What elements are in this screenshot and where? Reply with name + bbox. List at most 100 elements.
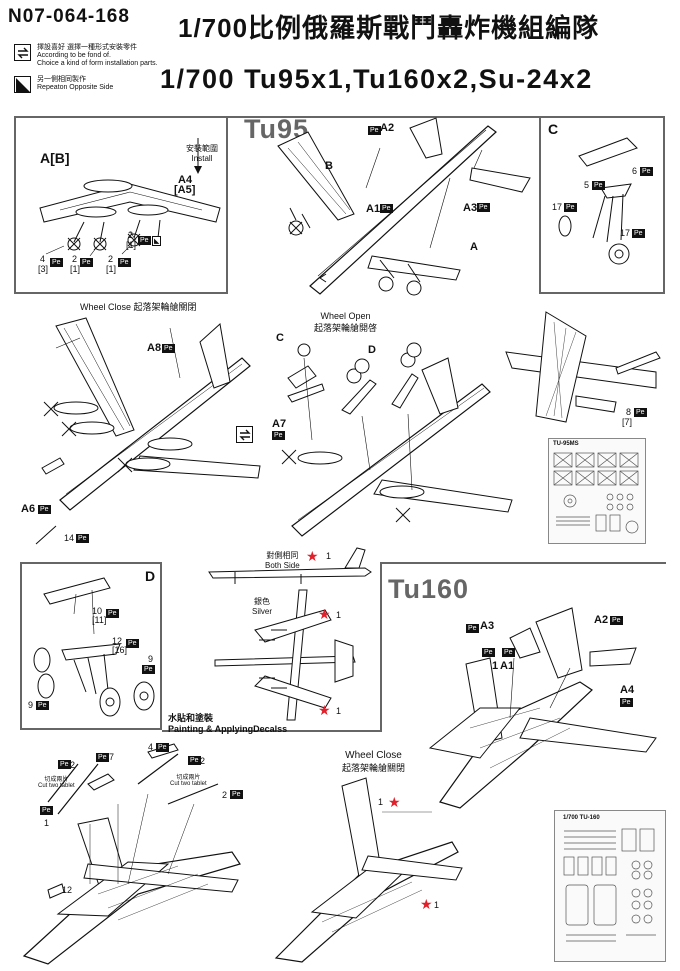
tu95-part-3: [3] bbox=[38, 264, 49, 274]
swap-arrows-icon bbox=[14, 44, 31, 61]
pe-badge-14: Pe bbox=[76, 534, 89, 543]
star-decal-icon-1: ★ bbox=[306, 548, 319, 564]
tu160-exploded-drawing bbox=[428, 607, 657, 809]
painting-title-en: Painting & ApplyingDecalss bbox=[168, 724, 288, 734]
part-a4: A4 bbox=[178, 174, 193, 186]
legend-opposite: 另一側相同製作 Repeaton Opposite Side bbox=[14, 76, 187, 93]
tu95-part-b: B bbox=[325, 160, 333, 172]
tu160-lower-exploded-drawing bbox=[22, 743, 241, 965]
tu160-pe-sheet: 1/700 TU-160 bbox=[554, 810, 666, 962]
cut-note-2: 切成兩片 Cut two tablet bbox=[170, 772, 207, 787]
cut-note-1-en: Cut two tablet bbox=[38, 783, 75, 789]
cut-note-2-en: Cut two tablet bbox=[170, 781, 207, 787]
pe-badge-tu160-4: Pe bbox=[156, 743, 169, 752]
tu160-part-2b: 2 bbox=[70, 760, 76, 770]
silver-note: 銀色 Silver bbox=[252, 596, 272, 616]
pe-badge-a7: Pe bbox=[272, 431, 285, 440]
tu160-model-label: Tu160 bbox=[388, 574, 470, 604]
legend-choice-en2: Choice a kind of form installation parts… bbox=[37, 60, 158, 67]
cut-note-2-cn: 切成兩片 bbox=[176, 775, 201, 781]
tu160-part-7: 7 bbox=[109, 752, 115, 762]
tu95-part-2b: 2 bbox=[72, 254, 78, 264]
tu160-star-number-b: 1 bbox=[434, 900, 440, 910]
pe-badge-d9b: Pe bbox=[36, 701, 49, 710]
tu95-part-a2: A2 bbox=[380, 122, 395, 134]
landing-gear-d-drawing bbox=[33, 577, 155, 717]
pe-badge-a: Pe bbox=[138, 236, 151, 245]
tu95-pe-sheet-title: TU-95MS bbox=[553, 441, 579, 447]
tu160-pe-sheet-parts bbox=[563, 828, 656, 942]
tu160-star-number-a: 1 bbox=[378, 797, 384, 807]
tu160-part-12: 12 bbox=[62, 885, 73, 895]
pe-badge-d: Pe bbox=[118, 258, 131, 267]
tu95-part-a6: A6 bbox=[21, 503, 36, 515]
panel-d-label: D bbox=[145, 568, 156, 584]
c-part-17a: 17 bbox=[552, 202, 563, 212]
wheel-close-caption: Wheel Close 起落架輪艙關閉 bbox=[80, 300, 197, 313]
tu95-label-c: C bbox=[276, 332, 284, 344]
pe-badge-d12: Pe bbox=[126, 639, 139, 648]
pe-badge-tu160-2b: Pe bbox=[58, 760, 71, 769]
tu95-part-1c: [1] bbox=[106, 264, 117, 274]
pe-badge-tu160-a3: Pe bbox=[466, 624, 479, 633]
tu95-part-a8: A8 bbox=[147, 342, 162, 354]
pe-badge-d10: Pe bbox=[106, 609, 119, 618]
painting-title: 水貼和塗裝 Painting & ApplyingDecalss bbox=[168, 711, 287, 734]
tu160-painting-drawing bbox=[274, 777, 463, 963]
tu160-star-icon-a: ★ bbox=[388, 794, 401, 810]
painting-right-border bbox=[380, 562, 382, 732]
c-part-6: 6 bbox=[632, 166, 638, 176]
tu95-part-8: 8 bbox=[626, 407, 632, 417]
tu95-part-a1: A1 bbox=[366, 203, 381, 215]
panel-ab-label: A[B] bbox=[40, 150, 70, 166]
d-part-9a: 9 bbox=[148, 654, 154, 664]
tu160-part-a4: A4 bbox=[620, 684, 635, 696]
pe-badge-tu160-1: Pe bbox=[40, 806, 53, 815]
tu160-wheel-close-caption: Wheel Close 起落架輪艙關閉 bbox=[342, 750, 405, 774]
star-decal-icon-2: ★ bbox=[318, 606, 331, 622]
tu95-wing-drawing bbox=[39, 138, 221, 257]
tu95-part-2c: 2 bbox=[108, 254, 114, 264]
star-decal-number-3: 1 bbox=[336, 706, 342, 716]
tu95-exploded-drawing bbox=[277, 117, 531, 296]
tu95-wheel-close-drawing bbox=[35, 317, 261, 545]
silver-en: Silver bbox=[252, 607, 273, 616]
pe-badge-a2: Pe bbox=[368, 126, 381, 135]
pe-badge-b: Pe bbox=[50, 258, 63, 267]
d-part-9b: 9 bbox=[28, 700, 34, 710]
pe-badge-c5: Pe bbox=[592, 181, 605, 190]
d-part-16: [16] bbox=[112, 645, 128, 655]
install-note: 安裝範圍 Install bbox=[186, 143, 218, 163]
cut-note-1: 切成兩片 Cut two tablet bbox=[38, 774, 75, 789]
pe-badge-a1: Pe bbox=[380, 204, 393, 213]
opposite-badge-a: ◣ bbox=[152, 236, 162, 246]
tu95-part-a7: A7 bbox=[272, 418, 287, 430]
pe-badge-tu160-a1: Pe bbox=[502, 648, 515, 657]
legend-choice-en: According to be fond of. bbox=[37, 52, 111, 59]
tu95-part-a: A bbox=[470, 241, 478, 253]
tu160-wheel-close-en: Wheel Close bbox=[345, 750, 402, 761]
tu160-part-a1: A1 bbox=[500, 660, 515, 672]
star-decal-number-2: 1 bbox=[336, 610, 342, 620]
tu95-part-2: 2 bbox=[128, 230, 134, 240]
half-filled-square-icon bbox=[14, 76, 31, 93]
c-part-5: 5 bbox=[584, 180, 590, 190]
wheel-close-en: Wheel Close bbox=[80, 302, 132, 312]
wheel-open-caption: Wheel Open 起落架輪艙開啓 bbox=[314, 311, 377, 334]
both-side-cn: 對側相同 bbox=[266, 551, 299, 560]
panel-a-b bbox=[14, 116, 228, 294]
install-cn: 安裝範圍 bbox=[186, 144, 218, 153]
both-side-note: 對側相同 Both Side bbox=[265, 550, 300, 570]
pe-badge-a6: Pe bbox=[38, 505, 51, 514]
panel-c bbox=[539, 116, 665, 294]
wheel-close-cn: 起落架輪艙關閉 bbox=[133, 302, 197, 312]
pe-badge-tu160-a2: Pe bbox=[610, 616, 623, 625]
tu95-wheel-open-drawing bbox=[281, 342, 513, 537]
pe-badge-c: Pe bbox=[80, 258, 93, 267]
pe-badge-tu160-7: Pe bbox=[96, 753, 109, 762]
tu160-wheel-close-cn: 起落架輪艙關閉 bbox=[342, 763, 406, 773]
tu160-part-2c: 2 bbox=[222, 790, 228, 800]
tu160-part-2a: 2 bbox=[200, 756, 206, 766]
tu95-tail-closeup bbox=[505, 311, 661, 423]
pe-badge-tu160-2a: Pe bbox=[188, 756, 201, 765]
